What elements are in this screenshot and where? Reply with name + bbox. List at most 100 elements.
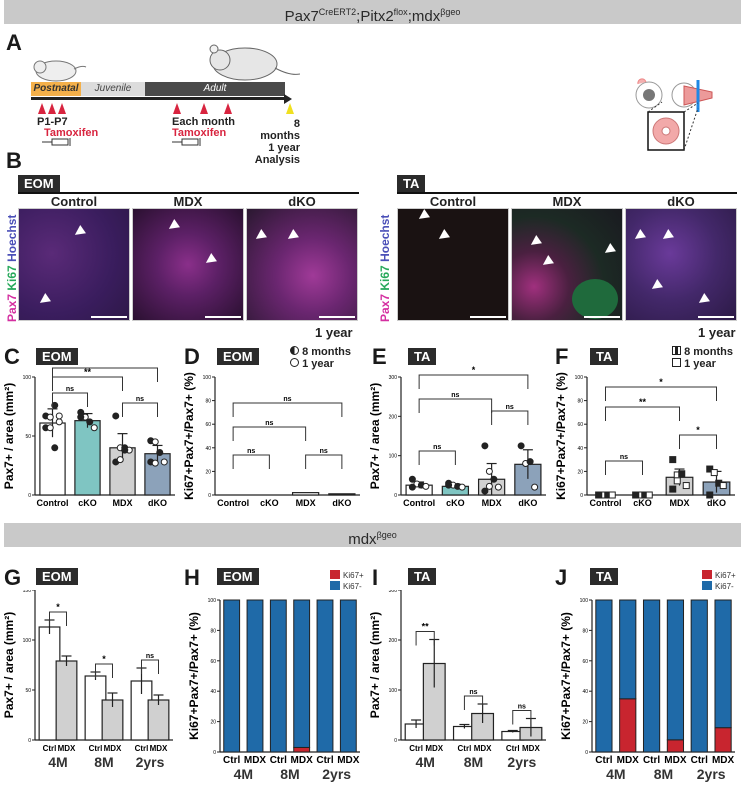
x-tick-label: dKO (518, 498, 537, 508)
data-point (608, 491, 616, 499)
group-label: 4M (606, 766, 625, 782)
arrowhead-hollow-icon (203, 253, 217, 267)
significance-label: ns (283, 396, 291, 403)
significance-label: ns (469, 689, 477, 696)
y-tick-label: 80 (210, 628, 216, 634)
x-tick-label: Ctrl (506, 744, 520, 753)
data-point (408, 475, 416, 483)
x-tick-label: Ctrl (223, 755, 240, 766)
stain-pax7: Pax7 (378, 293, 392, 322)
x-tick-label: MDX (617, 755, 640, 766)
arrowhead-hollow-icon (37, 293, 51, 307)
y-tick-label: 20 (210, 720, 216, 726)
x-tick-label: Control (403, 498, 435, 508)
y-tick-label: 40 (582, 689, 588, 695)
data-point (46, 413, 54, 421)
analysis-line3: Analysis (254, 154, 300, 166)
group-label: 2yrs (507, 754, 536, 770)
x-tick-label: MDX (113, 498, 133, 508)
y-tick-label: 100 (208, 598, 217, 604)
data-point (156, 449, 164, 457)
y-tick-label: 0 (208, 493, 211, 499)
panel-c-letter: C (4, 344, 20, 369)
legend-swatch (702, 570, 712, 579)
mid-sup: βgeo (376, 530, 397, 540)
data-point (458, 483, 466, 491)
group-label: 8M (654, 766, 673, 782)
significance-label: ** (639, 397, 647, 407)
y-tick-label: 100 (389, 688, 398, 694)
stain-hoechst: Hoechst (378, 214, 392, 262)
significance-label: ns (433, 444, 441, 451)
x-tick-label: cKO (260, 498, 279, 508)
y-tick-label: 0 (585, 750, 588, 756)
panel-a-letter: A (6, 30, 22, 55)
y-tick-label: 0 (394, 493, 397, 499)
analysis-label: 8 months 1 year Analysis (254, 118, 300, 166)
injection1-label: P1-P7 (37, 116, 68, 128)
ki67-signal (572, 279, 618, 319)
y-tick-label: 60 (582, 659, 588, 665)
timeline-postnatal: Postnatal (31, 82, 81, 96)
injection-marker-icon (38, 103, 46, 114)
significance-label: * (696, 425, 700, 435)
data-point (494, 483, 502, 491)
ta-col-mdx: MDX (552, 194, 582, 209)
data-point (485, 467, 493, 475)
injection-marker-icon (58, 103, 66, 114)
group-label: 4M (48, 754, 67, 770)
panel-c-tag: EOM (36, 348, 78, 365)
panel-g-tag: EOM (36, 568, 78, 585)
data-point (90, 424, 98, 432)
scale-bar (584, 316, 620, 318)
x-tick-label: Control (217, 498, 249, 508)
significance-label: ** (101, 365, 109, 368)
y-tick-label: 20 (582, 720, 588, 726)
panel-f-letter: F (555, 344, 569, 369)
y-axis-label: Ki67+Pax7+/Pax7+ (%) (559, 612, 573, 740)
micrograph-eom-dko (246, 208, 358, 321)
legend-8months: 8 months (672, 346, 733, 358)
injection-marker-icon (173, 103, 181, 114)
timeline-arrow-icon (284, 94, 292, 104)
x-tick-label: cKO (446, 498, 465, 508)
stacked-bar-segment (269, 599, 287, 753)
data-point (481, 487, 489, 495)
legend-label: Ki67+ (343, 571, 364, 580)
x-tick-label: MDX (104, 744, 122, 753)
data-point (706, 465, 714, 473)
syringe-icon (172, 138, 201, 146)
y-axis-label: Ki67+Pax7+/Pax7+ (%) (182, 372, 196, 500)
panel-e-tag: TA (408, 348, 437, 365)
significance-label: * (102, 654, 106, 664)
arrowhead-hollow-icon (540, 255, 554, 269)
arrowhead-hollow-icon (416, 209, 430, 223)
arrowhead-hollow-icon (166, 219, 180, 233)
data-point (112, 412, 120, 420)
significance-label: ns (247, 448, 255, 455)
y-tick-label: 0 (28, 738, 31, 744)
bar (74, 420, 101, 496)
data-point (531, 483, 539, 491)
data-point (116, 456, 124, 464)
stacked-bar-segment (666, 599, 685, 741)
arrowhead-hollow-icon (696, 293, 710, 307)
stacked-bar-segment (316, 599, 334, 753)
y-tick-label: 300 (389, 375, 398, 381)
y-tick-label: 100 (580, 598, 589, 604)
x-tick-label: MDX (296, 498, 316, 508)
data-point (632, 491, 640, 499)
y-axis-label: Pax7+ / area (mm²) (368, 383, 382, 489)
significance-label: ns (146, 653, 154, 660)
header-sup-1: CreERT2 (318, 7, 357, 17)
y-axis-label: Pax7+ / area (mm²) (2, 383, 16, 489)
panel-j-letter: J (555, 565, 568, 590)
significance-label: ns (518, 704, 526, 711)
data-point (669, 456, 677, 464)
x-tick-label: MDX (664, 755, 687, 766)
bar (147, 699, 170, 741)
legend-label: Ki67- (715, 582, 734, 591)
panel-d-tag: EOM (217, 348, 259, 365)
y-tick-label: 0 (28, 493, 31, 499)
significance-label: ns (451, 392, 459, 399)
